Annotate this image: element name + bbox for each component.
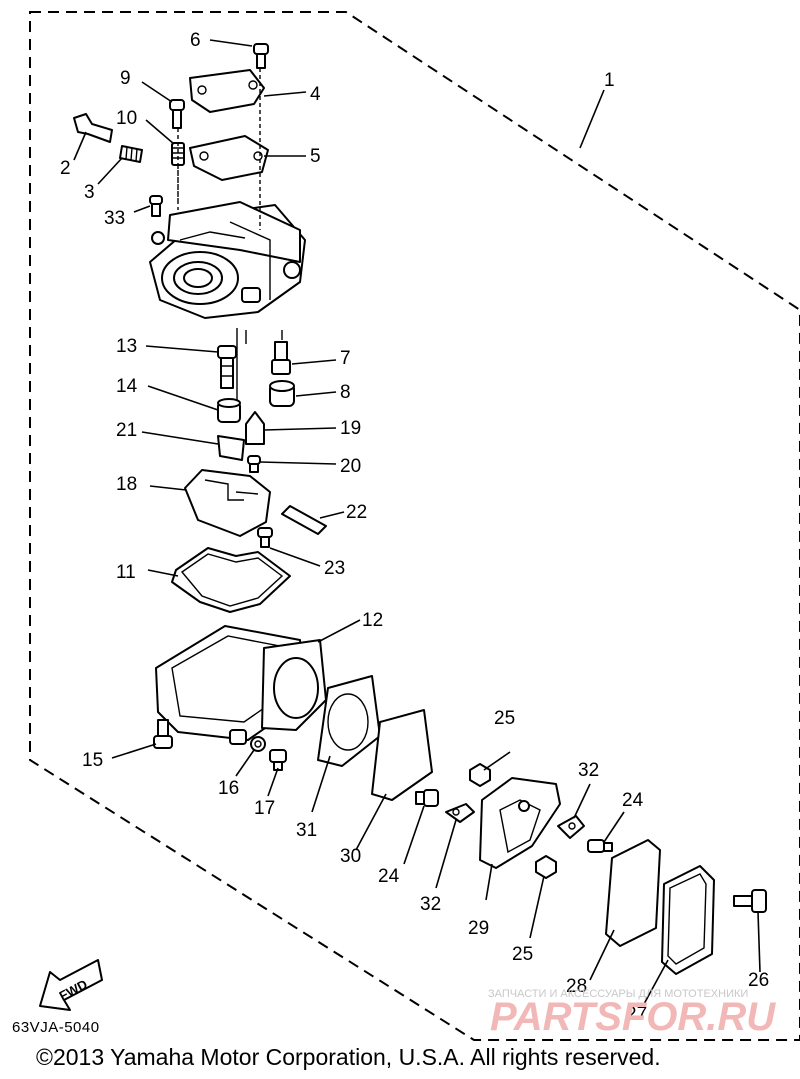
label-30: 30 <box>340 846 361 867</box>
needle-valve-seat-13 <box>217 345 237 389</box>
gasket-5 <box>189 135 269 181</box>
diaphragm-30 <box>371 709 433 801</box>
label-33: 33 <box>104 208 125 229</box>
label-13: 13 <box>116 336 137 357</box>
label-32b: 32 <box>578 760 599 781</box>
float-bowl-12 <box>155 625 327 745</box>
screw-17 <box>269 749 287 771</box>
label-8: 8 <box>340 382 351 403</box>
pump-cover-27 <box>661 865 715 975</box>
label-31: 31 <box>296 820 317 841</box>
carburetor-body <box>149 201 306 319</box>
label-4: 4 <box>310 84 321 105</box>
screw-6 <box>253 43 269 69</box>
fitting-32b <box>557 815 585 839</box>
screw-9 <box>169 99 185 129</box>
fitting-32a <box>445 803 475 823</box>
label-20: 20 <box>340 456 361 477</box>
leader-lines <box>73 39 761 1005</box>
screw-26 <box>733 889 767 913</box>
screw-24a <box>415 789 439 807</box>
fwd-arrow-icon: FWD <box>39 959 103 1011</box>
label-32a: 32 <box>420 894 441 915</box>
label-18: 18 <box>116 474 137 495</box>
drain-screw-15 <box>153 719 173 749</box>
pin-22 <box>281 505 327 535</box>
spring-10 <box>171 142 185 166</box>
spring-3 <box>119 145 143 163</box>
screw-33 <box>149 195 163 217</box>
diagram-code: 63VJA-5040 <box>12 1019 100 1036</box>
label-1: 1 <box>604 70 615 91</box>
label-22: 22 <box>346 502 367 523</box>
nut-25b <box>535 855 557 879</box>
watermark-tagline: ЗАПЧАСТИ И АКСЕССУАРЫ ДЛЯ МОТОТЕХНИКИ <box>488 988 748 1000</box>
label-24a: 24 <box>378 866 400 887</box>
label-3: 3 <box>84 182 95 203</box>
screw-24b <box>587 839 613 853</box>
cover-plate-4 <box>189 69 265 113</box>
label-26: 26 <box>748 970 769 991</box>
float-18 <box>184 469 271 537</box>
label-5: 5 <box>310 146 321 167</box>
callout-numbers: 1 2 3 4 5 6 7 8 9 10 11 12 13 14 15 16 1… <box>60 30 769 1025</box>
label-7: 7 <box>340 348 351 369</box>
label-9: 9 <box>120 68 131 89</box>
label-17: 17 <box>254 798 275 819</box>
label-25a: 25 <box>494 708 515 729</box>
watermark-brand: PARTSFOR.RU <box>490 995 776 1039</box>
screw-23 <box>257 527 273 548</box>
label-2: 2 <box>60 158 71 179</box>
label-27: 27 <box>626 1004 647 1025</box>
label-16: 16 <box>218 778 239 799</box>
label-12: 12 <box>362 610 383 631</box>
label-24b: 24 <box>622 790 644 811</box>
label-28: 28 <box>566 976 587 997</box>
label-21: 21 <box>116 420 137 441</box>
label-25b: 25 <box>512 944 533 965</box>
label-23: 23 <box>324 558 345 579</box>
plug-8 <box>269 380 295 407</box>
label-15: 15 <box>82 750 103 771</box>
needle-valve-19 <box>245 411 265 445</box>
float-bowl-gasket-11 <box>171 547 291 613</box>
washer-16 <box>250 736 266 752</box>
clip-21 <box>217 435 245 461</box>
jet-14 <box>217 398 241 423</box>
watermark: ЗАПЧАСТИ И АКСЕССУАРЫ ДЛЯ МОТОТЕХНИКИ PA… <box>488 988 776 1039</box>
assembly-boundary <box>29 11 800 1041</box>
label-14: 14 <box>116 376 138 397</box>
screw-2 <box>73 113 113 143</box>
copyright-notice: ©2013 Yamaha Motor Corporation, U.S.A. A… <box>36 1044 661 1070</box>
jet-7 <box>271 341 291 375</box>
label-29: 29 <box>468 918 489 939</box>
label-11: 11 <box>116 562 136 583</box>
screw-20 <box>247 455 261 473</box>
label-19: 19 <box>340 418 361 439</box>
fuel-pump-body-29 <box>479 777 561 869</box>
label-6: 6 <box>190 30 201 51</box>
diaphragm-28 <box>605 839 661 947</box>
gasket-31 <box>317 675 381 767</box>
label-10: 10 <box>116 108 137 129</box>
